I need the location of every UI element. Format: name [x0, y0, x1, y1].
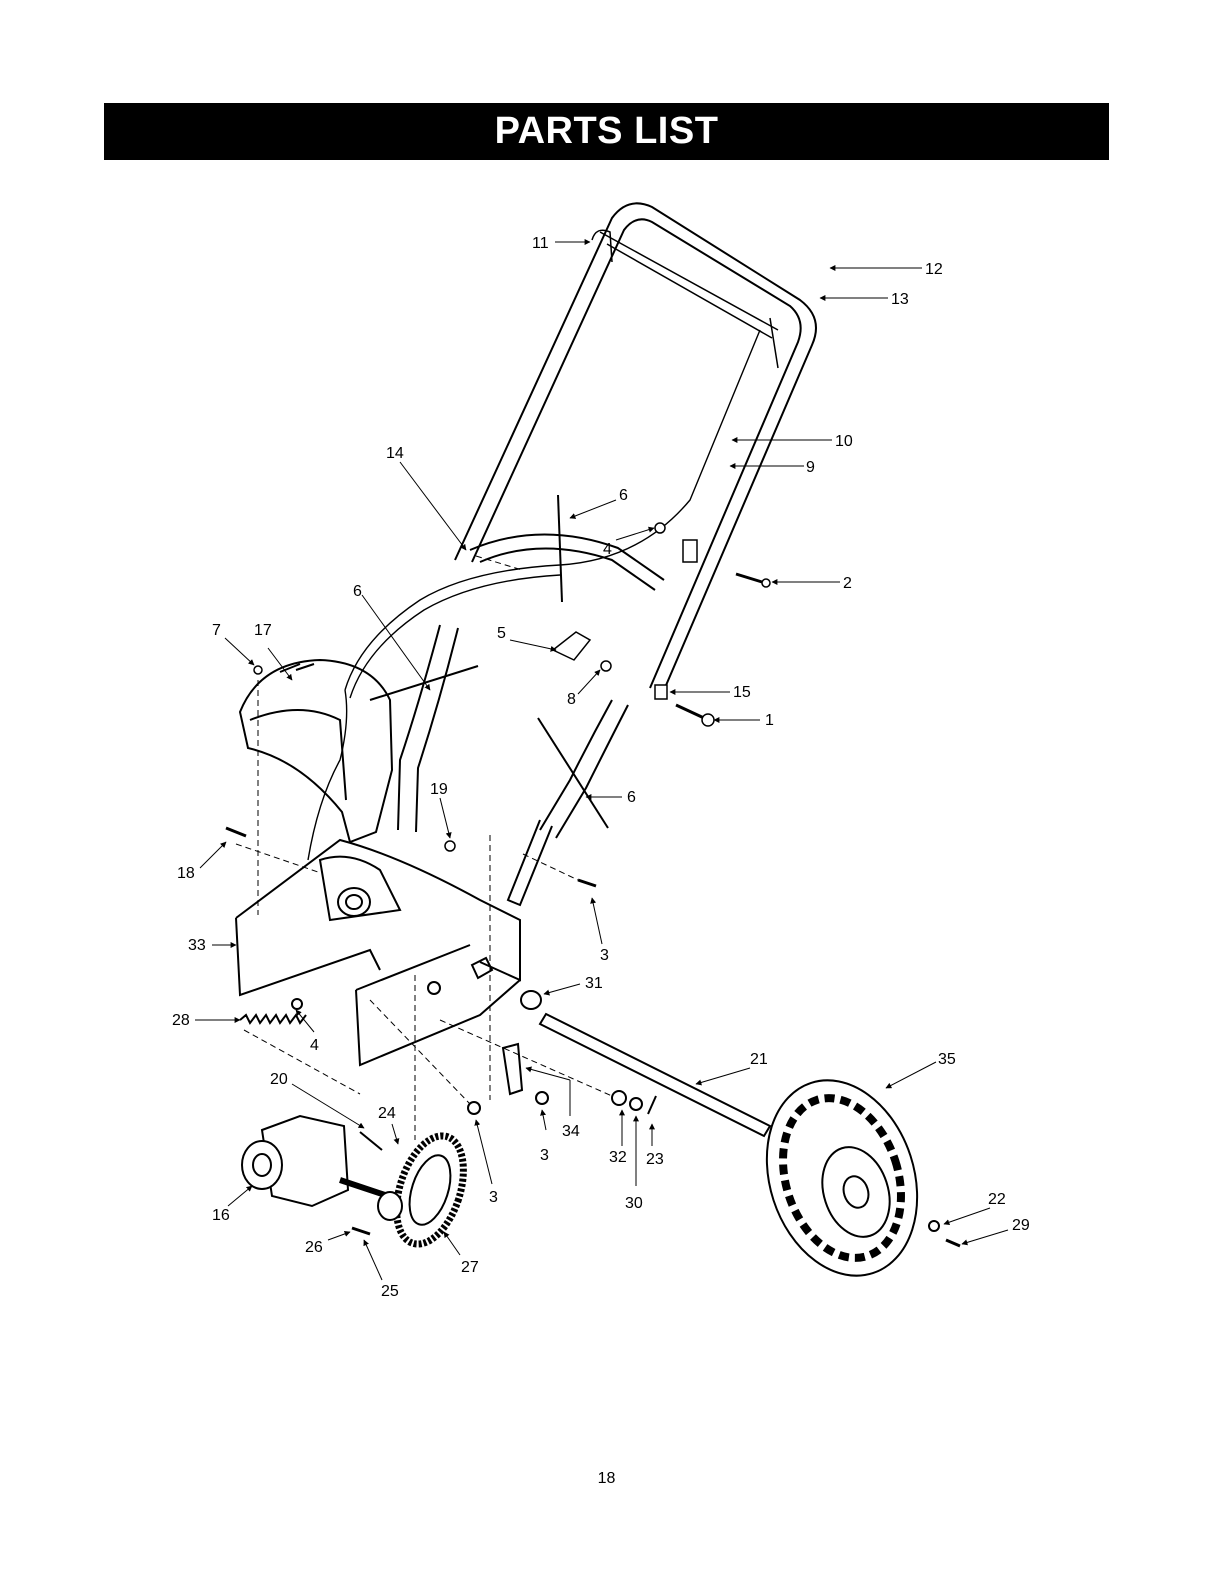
callout-21: 21	[750, 1051, 768, 1068]
callout-1: 1	[765, 712, 774, 729]
callout-11: 11	[532, 235, 549, 252]
callout-31: 31	[585, 975, 603, 992]
callout-2: 2	[843, 575, 852, 592]
callout-24: 24	[378, 1105, 396, 1122]
callout-33: 33	[188, 937, 206, 954]
callout-25: 25	[381, 1283, 399, 1300]
callout-6-left: 6	[353, 583, 362, 600]
callout-18: 18	[177, 865, 195, 882]
wheel-assembly	[743, 1061, 960, 1296]
callout-7: 7	[212, 622, 221, 639]
auger-frame	[236, 840, 520, 1065]
callout-6-bottom: 6	[627, 789, 636, 806]
callout-30: 30	[625, 1195, 643, 1212]
callout-20: 20	[270, 1071, 288, 1088]
callout-27: 27	[461, 1259, 479, 1276]
callout-16: 16	[212, 1207, 230, 1224]
callout-13: 13	[891, 291, 909, 308]
callout-23: 23	[646, 1151, 664, 1168]
callout-4-lower: 4	[310, 1037, 319, 1054]
callout-4-top: 4	[603, 541, 612, 558]
cable-ties	[370, 495, 608, 828]
page-number: 18	[0, 1470, 1213, 1488]
transmission	[242, 1116, 476, 1253]
callout-14: 14	[386, 445, 404, 462]
callout-15: 15	[733, 684, 751, 701]
upper-handle	[455, 203, 816, 690]
chute-cover	[240, 660, 392, 842]
callout-26: 26	[305, 1239, 323, 1256]
callout-34: 34	[562, 1123, 580, 1140]
callout-22: 22	[988, 1191, 1006, 1208]
callout-12: 12	[925, 261, 943, 278]
callout-5: 5	[497, 625, 506, 642]
callout-17: 17	[254, 622, 272, 639]
callout-8: 8	[567, 691, 576, 708]
callout-3-mid: 3	[540, 1147, 549, 1164]
callout-32: 32	[609, 1149, 627, 1166]
alignment-lines	[236, 556, 612, 1140]
callout-3-lower: 3	[489, 1189, 498, 1206]
callout-28: 28	[172, 1012, 190, 1029]
callout-6-top: 6	[619, 487, 628, 504]
callout-35: 35	[938, 1051, 956, 1068]
hardware-small-parts	[226, 523, 770, 886]
spring	[240, 999, 306, 1023]
callout-10: 10	[835, 433, 853, 450]
callout-29: 29	[1012, 1217, 1030, 1234]
callout-19: 19	[430, 781, 448, 798]
axle	[468, 991, 770, 1136]
callout-9: 9	[806, 459, 815, 476]
control-cable	[308, 330, 760, 860]
callout-3-upper: 3	[600, 947, 609, 964]
